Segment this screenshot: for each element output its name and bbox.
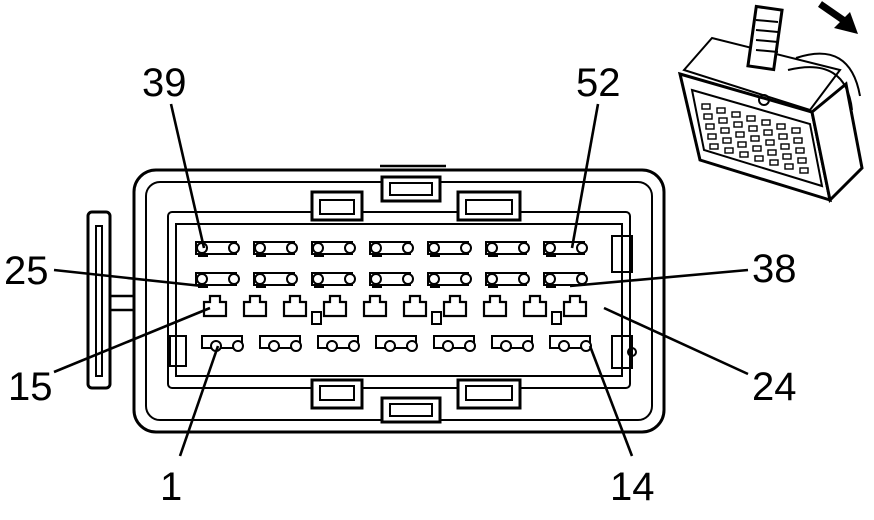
pin-cavity: [201, 335, 244, 352]
iso-pin: [784, 163, 794, 170]
iso-pin: [718, 117, 728, 124]
connector-isometric-icon: [677, 4, 864, 204]
iso-pin: [778, 133, 788, 140]
pin-cavity: [311, 241, 356, 257]
label-pin-14: 14: [610, 465, 655, 509]
iso-pin: [746, 115, 756, 122]
iso-pin: [716, 107, 726, 114]
pin-cavity-large: [522, 294, 548, 318]
iso-pin: [752, 145, 762, 152]
iso-pin: [701, 103, 711, 110]
top-key-center: [380, 175, 442, 203]
pin-cavity: [369, 241, 414, 257]
pin-cavity: [485, 272, 530, 288]
label-pin-25: 25: [4, 249, 49, 293]
pin-cavity: [317, 335, 360, 352]
iso-pin: [735, 131, 745, 138]
pin-cavity: [433, 335, 476, 352]
pin-cavity: [253, 272, 298, 288]
iso-pin: [793, 137, 803, 144]
iso-pin: [703, 113, 713, 120]
label-pin-15: 15: [8, 365, 53, 409]
pin-cavity-large: [202, 294, 228, 318]
iso-pin: [782, 153, 792, 160]
iso-pin: [739, 151, 749, 158]
bottom-key-center: [380, 396, 442, 424]
iso-pin: [761, 119, 771, 126]
iso-pin: [705, 123, 715, 130]
iso-pin: [709, 143, 719, 150]
pin-array: [195, 241, 592, 352]
pin-cavity-large: [362, 294, 388, 318]
pin-cavity: [427, 241, 472, 257]
iso-pin: [765, 139, 775, 146]
pin-cavity-large: [322, 294, 348, 318]
iso-pin: [748, 125, 758, 132]
polarization-slot: [431, 311, 442, 325]
polarization-slot: [551, 311, 562, 325]
iso-pin: [795, 147, 805, 154]
iso-pin: [750, 135, 760, 142]
right-slot-lower: [611, 335, 633, 369]
pin-cavity-large: [282, 294, 308, 318]
side-latch: [86, 210, 140, 390]
iso-pin: [780, 143, 790, 150]
iso-pin: [707, 133, 717, 140]
pin-cavity: [543, 241, 588, 257]
polarization-slot: [311, 311, 322, 325]
pin-cavity-large: [562, 294, 588, 318]
iso-pin: [791, 127, 801, 134]
pin-labels: 39 52 25 38 15 24 1 14: [4, 61, 797, 509]
pin-cavity: [259, 335, 302, 352]
iso-pin: [724, 147, 734, 154]
arrow-down-right-icon: [818, 1, 858, 34]
pin-cavity: [427, 272, 472, 288]
pin-cavity: [253, 241, 298, 257]
label-pin-24: 24: [752, 365, 797, 409]
left-slot-lower: [169, 335, 187, 367]
label-pin-39: 39: [142, 61, 187, 105]
iso-pin: [799, 167, 809, 174]
pin-cavity-large: [242, 294, 268, 318]
pin-cavity-large: [402, 294, 428, 318]
pin-cavity: [485, 241, 530, 257]
iso-pin: [722, 137, 732, 144]
label-pin-38: 38: [752, 247, 797, 291]
iso-pin: [737, 141, 747, 148]
pin-cavity-large: [442, 294, 468, 318]
iso-pin: [733, 121, 743, 128]
iso-pin: [797, 157, 807, 164]
pin-cavity: [369, 272, 414, 288]
label-pin-52: 52: [576, 61, 621, 105]
iso-pin: [769, 159, 779, 166]
iso-pin: [720, 127, 730, 134]
pin-cavity: [195, 272, 240, 288]
top-key-right: [456, 190, 522, 222]
label-pin-1: 1: [160, 465, 182, 509]
pin-cavity: [543, 272, 588, 288]
pin-cavity: [311, 272, 356, 288]
pin-cavity: [549, 335, 592, 352]
iso-pin: [731, 111, 741, 118]
iso-pin: [754, 155, 764, 162]
iso-latch: [746, 4, 784, 72]
bottom-key-right: [456, 378, 522, 410]
pin-cavity: [491, 335, 534, 352]
iso-pin: [767, 149, 777, 156]
leader-lines: [53, 103, 749, 457]
pin-cavity: [375, 335, 418, 352]
iso-pin: [763, 129, 773, 136]
right-slot-upper: [611, 235, 633, 273]
connector-housing: [132, 164, 666, 434]
iso-pin: [776, 123, 786, 130]
pin-cavity-large: [482, 294, 508, 318]
